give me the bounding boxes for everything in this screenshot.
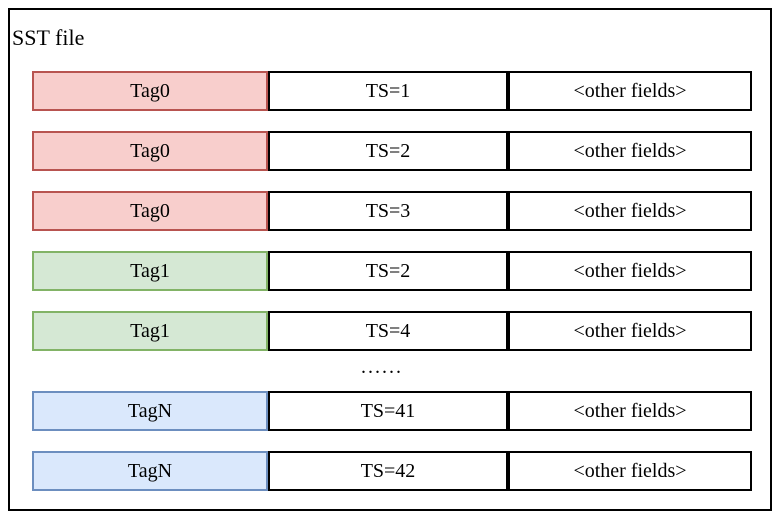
record-row: Tag1 TS=2 <other fields>: [32, 251, 752, 291]
record-row: Tag1 TS=4 <other fields>: [32, 311, 752, 351]
diagram-title: SST file: [12, 25, 85, 50]
timestamp-cell: TS=4: [268, 311, 508, 351]
timestamp-cell: TS=41: [268, 391, 508, 431]
tag-cell: Tag0: [32, 71, 268, 111]
other-fields-cell: <other fields>: [508, 451, 752, 491]
tag-cell: Tag0: [32, 131, 268, 171]
timestamp-cell: TS=2: [268, 131, 508, 171]
other-fields-cell: <other fields>: [508, 71, 752, 111]
tag-cell: Tag0: [32, 191, 268, 231]
tag-cell: TagN: [32, 451, 268, 491]
timestamp-cell: TS=42: [268, 451, 508, 491]
timestamp-cell: TS=2: [268, 251, 508, 291]
tag-cell: Tag1: [32, 251, 268, 291]
other-fields-cell: <other fields>: [508, 311, 752, 351]
sst-file-container: SST file Tag0 TS=1 <other fields> Tag0 T…: [8, 8, 772, 511]
rows-container: Tag0 TS=1 <other fields> Tag0 TS=2 <othe…: [32, 71, 752, 511]
ellipsis-text: ......: [361, 356, 403, 378]
tag-cell: Tag1: [32, 311, 268, 351]
other-fields-cell: <other fields>: [508, 131, 752, 171]
other-fields-cell: <other fields>: [508, 391, 752, 431]
other-fields-cell: <other fields>: [508, 191, 752, 231]
other-fields-cell: <other fields>: [508, 251, 752, 291]
record-row: Tag0 TS=1 <other fields>: [32, 71, 752, 111]
timestamp-cell: TS=3: [268, 191, 508, 231]
record-row: TagN TS=42 <other fields>: [32, 451, 752, 491]
record-row: Tag0 TS=2 <other fields>: [32, 131, 752, 171]
record-row: Tag0 TS=3 <other fields>: [32, 191, 752, 231]
record-row: TagN TS=41 <other fields>: [32, 391, 752, 431]
timestamp-cell: TS=1: [268, 71, 508, 111]
tag-cell: TagN: [32, 391, 268, 431]
ellipsis: ......: [32, 357, 752, 391]
